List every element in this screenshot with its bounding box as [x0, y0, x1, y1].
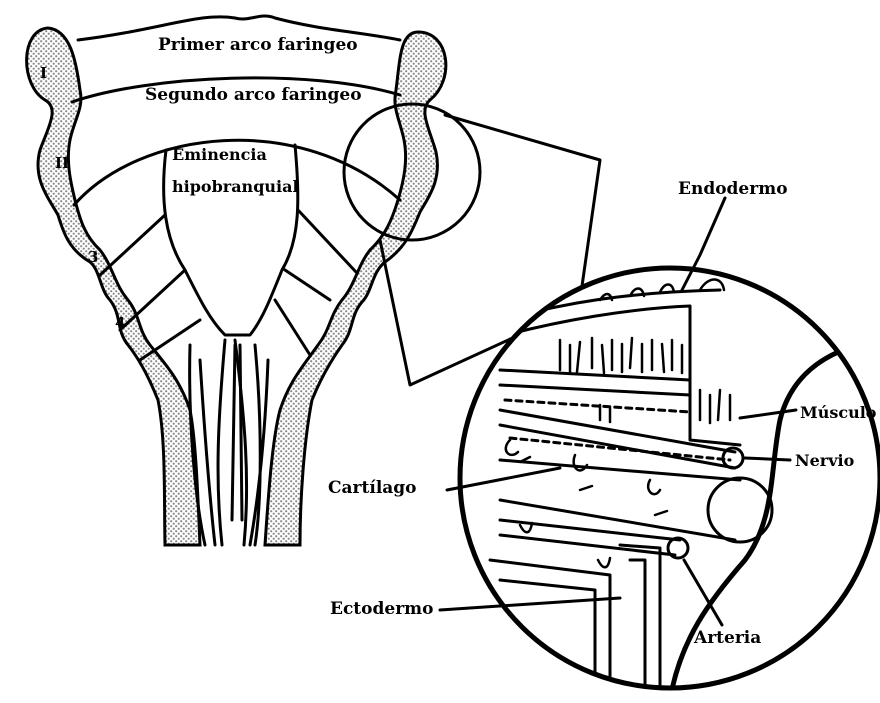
label-cartilago: Cartílago	[328, 478, 417, 498]
label-eminencia-2: hipobranquial	[172, 177, 299, 196]
label-endodermo: Endodermo	[678, 179, 788, 199]
arch-numeral-2: II	[55, 154, 69, 172]
label-primer-arco: Primer arco faringeo	[158, 35, 358, 55]
magnified-arch-section	[460, 268, 880, 700]
arch-numeral-3: 3	[88, 248, 98, 266]
pharynx-floor-drawing: I II 3 4 Primer arco faringeo Segundo ar…	[27, 16, 446, 545]
label-segundo-arco: Segundo arco faringeo	[145, 85, 362, 105]
arch-numeral-1: I	[40, 64, 47, 82]
label-arteria: Arteria	[693, 628, 761, 648]
right-wall-stippled	[265, 32, 446, 545]
label-nervio: Nervio	[795, 451, 855, 470]
label-eminencia-1: Eminencia	[172, 145, 267, 164]
laryngeal-inner	[232, 345, 242, 520]
label-musculo: Músculo	[800, 403, 877, 422]
leader-nervio	[745, 458, 790, 460]
left-wall-stippled	[27, 28, 200, 545]
laryngeal-folds	[190, 340, 268, 545]
arch-numeral-4: 4	[115, 314, 125, 332]
label-ectodermo: Ectodermo	[330, 599, 434, 619]
